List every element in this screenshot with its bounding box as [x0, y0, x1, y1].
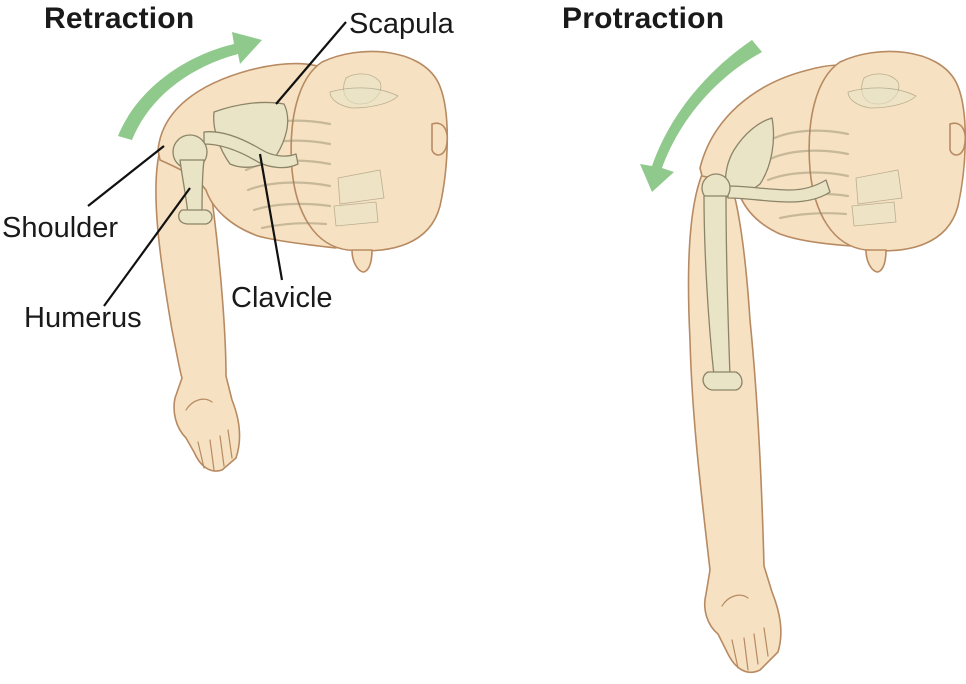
protraction-ear	[949, 122, 966, 156]
protraction-head	[808, 50, 966, 252]
retraction-arrow-icon	[118, 32, 262, 140]
retraction-title: Retraction	[44, 2, 195, 35]
leader-scapula	[275, 21, 347, 105]
protraction-clavicle-bone	[727, 179, 831, 203]
protraction-elbow	[702, 371, 743, 391]
protraction-figure	[640, 40, 966, 674]
retraction-figure	[118, 32, 449, 472]
retraction-clavicle-bone	[203, 131, 299, 169]
label-shoulder: Shoulder	[2, 212, 119, 244]
retraction-ear	[431, 122, 448, 156]
label-scapula: Scapula	[349, 8, 454, 40]
leader-shoulder	[87, 145, 165, 207]
label-humerus: Humerus	[24, 302, 142, 334]
protraction-scapula-bone	[724, 117, 775, 194]
protraction-arm	[687, 169, 782, 674]
leader-humerus	[103, 187, 191, 307]
protraction-arrow-icon	[640, 40, 762, 192]
leader-lines	[87, 21, 347, 307]
protraction-hand-detail	[721, 594, 769, 671]
retraction-spine	[329, 73, 399, 227]
protraction-title: Protraction	[562, 2, 725, 35]
retraction-arm	[155, 144, 241, 472]
retraction-nose	[351, 249, 373, 273]
protraction-spine	[847, 73, 917, 227]
retraction-elbow	[177, 209, 213, 225]
retraction-hand-detail	[185, 398, 233, 471]
protraction-nose	[865, 249, 887, 273]
retraction-head	[290, 50, 449, 252]
label-clavicle: Clavicle	[231, 282, 333, 314]
leader-clavicle	[258, 153, 284, 281]
